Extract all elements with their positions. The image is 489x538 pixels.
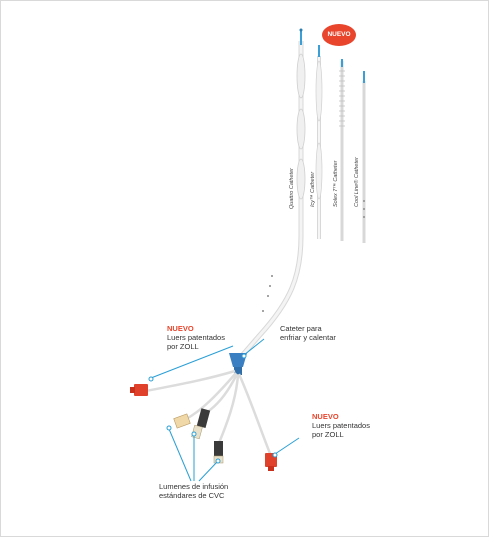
cvc-lumen-connectors bbox=[173, 408, 224, 464]
callout-luers-right-highlight: NUEVO bbox=[312, 412, 339, 421]
callout-luers-right-line2: por ZOLL bbox=[312, 430, 344, 439]
callout-luers-right-line1: Luers patentados bbox=[312, 421, 370, 430]
callout-lumens-line2: estándares de CVC bbox=[159, 491, 225, 500]
callout-luers-left-line1: Luers patentados bbox=[167, 333, 225, 342]
label-cool-line-catheter: Cool Line® Catheter bbox=[354, 157, 360, 207]
label-quattro-catheter: Quattro Catheter bbox=[289, 168, 295, 209]
callout-cooling-line1: Cateter para bbox=[280, 324, 322, 333]
callout-cooling-catheter: Cateter para enfriar y calentar bbox=[280, 324, 380, 342]
cool-line-catheter bbox=[362, 71, 366, 243]
extension-lines bbox=[145, 369, 273, 457]
callout-luers-left-line2: por ZOLL bbox=[167, 342, 199, 351]
icy-catheter bbox=[315, 45, 323, 239]
catheter-markers bbox=[262, 275, 273, 312]
solex-catheter bbox=[339, 59, 345, 241]
callout-lumens-line1: Lumenes de infusión bbox=[159, 482, 229, 491]
label-icy-catheter: Icy™ Catheter bbox=[310, 171, 316, 207]
label-solex-catheter: Solex 7™ Catheter bbox=[333, 160, 339, 207]
new-badge: NUEVO bbox=[322, 24, 356, 46]
callout-cvc-lumens: Lumenes de infusión estándares de CVC bbox=[159, 482, 269, 500]
callout-luers-left: NUEVO Luers patentados por ZOLL bbox=[167, 324, 257, 351]
callout-cooling-line2: enfriar y calentar bbox=[280, 333, 336, 342]
callout-lines bbox=[148, 338, 300, 482]
callout-luers-left-highlight: NUEVO bbox=[167, 324, 194, 333]
callout-luers-right: NUEVO Luers patentados por ZOLL bbox=[312, 412, 402, 439]
red-luer-left bbox=[130, 384, 148, 396]
